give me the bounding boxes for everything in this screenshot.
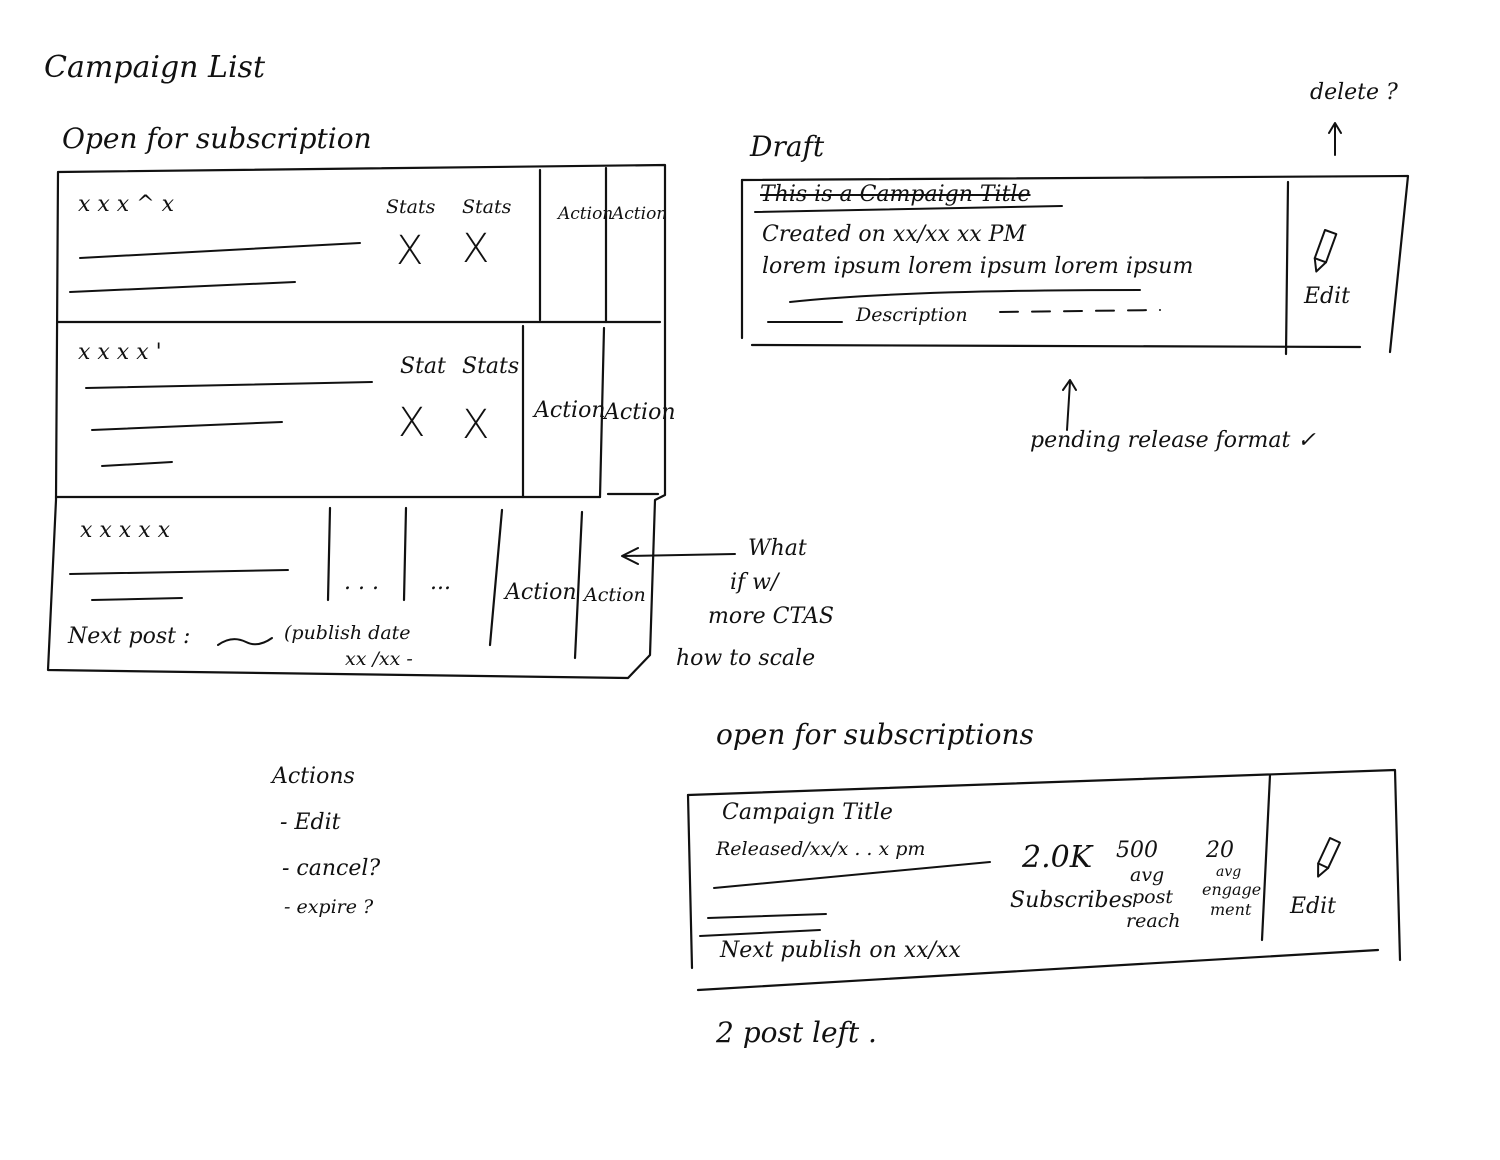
subscribers-stat-value: 2.0K xyxy=(1022,840,1093,875)
avg-post-reach-value: 500 xyxy=(1116,838,1158,863)
open-section-heading: Open for subscription xyxy=(62,122,372,155)
page-title: Campaign List xyxy=(44,50,266,85)
row2-stat-value-1: X xyxy=(398,400,426,446)
card-campaign-title[interactable]: Campaign Title xyxy=(722,800,893,825)
subscribers-stat-label: Subscribes xyxy=(1010,888,1133,913)
cta-note-line-4: how to scale xyxy=(676,646,816,671)
avg-post-reach-label-2: post xyxy=(1132,886,1173,908)
avg-post-reach-label-3: reach xyxy=(1126,910,1181,932)
posts-left-note: 2 post left . xyxy=(716,1016,877,1049)
card-edit-button[interactable]: Edit xyxy=(1290,894,1337,919)
avg-engagement-label-1: avg xyxy=(1216,864,1242,880)
draft-campaign-title[interactable]: This is a Campaign Title xyxy=(760,182,1031,207)
actions-list-item-expire: - expire ? xyxy=(284,896,374,918)
card-next-publish: Next publish on xx/xx xyxy=(720,938,961,963)
avg-engagement-value: 20 xyxy=(1206,838,1234,863)
actions-list-item-cancel: - cancel? xyxy=(282,856,381,881)
open-section2-heading: open for subscriptions xyxy=(716,718,1034,751)
draft-heading: Draft xyxy=(750,130,825,163)
row3-publish-date-label: (publish date xyxy=(284,622,411,644)
avg-engagement-label-2: engage xyxy=(1202,880,1262,899)
row2-stat-value-2: X xyxy=(462,402,490,448)
pencil-icon xyxy=(1317,837,1341,878)
cta-note-line-3: more CTAS xyxy=(708,604,834,629)
row1-action-button-1[interactable]: Action xyxy=(558,204,614,224)
actions-list-heading: Actions xyxy=(272,764,355,789)
cta-note-line-2: if w/ xyxy=(730,570,779,595)
row2-stat-label-2: Stats xyxy=(462,354,520,379)
row3-action-button-2[interactable]: Action xyxy=(584,584,646,606)
row2-stat-label-1: Stat xyxy=(400,354,446,379)
row1-action-button-2[interactable]: Action xyxy=(612,204,668,224)
row3-next-post-label: Next post : xyxy=(68,624,191,649)
row1-stat-value-1: X xyxy=(396,228,424,274)
row2-placeholder: x x x x ' xyxy=(78,340,162,365)
cta-note-line-1: What xyxy=(748,536,807,561)
row2-action-button-2[interactable]: Action xyxy=(604,400,676,425)
row1-stat-label-2: Stats xyxy=(462,196,512,218)
card-released-date: Released/xx/x . . x pm xyxy=(716,838,926,860)
pencil-icon xyxy=(1313,229,1338,273)
delete-note: delete ? xyxy=(1310,80,1398,105)
draft-edit-button[interactable]: Edit xyxy=(1304,284,1351,309)
row1-placeholder: x x x ^ x xyxy=(78,192,175,217)
avg-engagement-label-3: ment xyxy=(1210,900,1252,919)
actions-list-item-edit: - Edit xyxy=(280,810,341,835)
row3-action-button-1[interactable]: Action xyxy=(505,580,577,605)
pending-release-note: pending release format ✓ xyxy=(1030,428,1316,453)
row2-action-button-1[interactable]: Action xyxy=(534,398,606,423)
avg-post-reach-label-1: avg xyxy=(1130,864,1165,886)
row3-publish-date-value: xx /xx - xyxy=(345,648,413,670)
draft-created-date: Created on xx/xx xx PM xyxy=(762,222,1026,247)
row3-more-cta-2[interactable]: ... xyxy=(430,570,451,595)
row3-more-cta-1[interactable]: . . . xyxy=(344,570,379,595)
row3-placeholder: x x x x x xyxy=(80,518,171,543)
row1-stat-value-2: X xyxy=(462,226,490,272)
row1-stat-label-1: Stats xyxy=(386,196,436,218)
draft-description-text: lorem ipsum lorem ipsum lorem ipsum xyxy=(762,254,1194,279)
draft-description-label: Description xyxy=(856,304,968,326)
